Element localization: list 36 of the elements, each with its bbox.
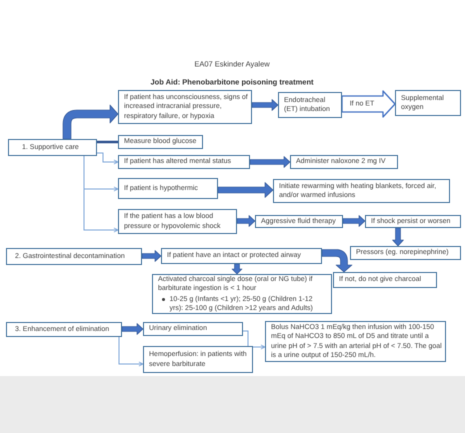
action-box (143, 346, 253, 373)
block-arrow (142, 250, 162, 262)
condition-box (161, 248, 322, 264)
condition-box (118, 178, 218, 199)
action-box (143, 322, 243, 336)
block-arrow (252, 99, 278, 111)
action-box (290, 155, 398, 169)
step-box (6, 322, 122, 337)
action-box (255, 215, 343, 228)
condition-box (118, 90, 252, 124)
condition-box (118, 155, 250, 169)
block-arrow (250, 156, 290, 168)
connector-arrow (242, 330, 266, 350)
block-arrow (236, 215, 256, 227)
step-box (6, 248, 142, 265)
curved-block-arrow (62, 104, 118, 140)
action-box (350, 246, 461, 260)
action-box (118, 135, 203, 149)
curved-block-arrow (322, 249, 352, 272)
block-arrow (232, 264, 242, 274)
connector-arrow (84, 156, 118, 232)
action-box (395, 90, 461, 116)
action-box (152, 274, 332, 314)
condition-box (365, 215, 461, 228)
step-box (8, 139, 97, 156)
block-arrow (122, 323, 144, 335)
block-arrow (342, 215, 366, 227)
connector-arrow (96, 152, 118, 164)
condition-box (333, 272, 437, 288)
block-arrow (392, 228, 404, 246)
action-box (273, 179, 450, 203)
action-box (278, 92, 342, 118)
connector-arrow (118, 336, 144, 366)
block-arrow (218, 182, 274, 198)
connector-bar (96, 140, 118, 144)
condition-box (118, 209, 237, 234)
